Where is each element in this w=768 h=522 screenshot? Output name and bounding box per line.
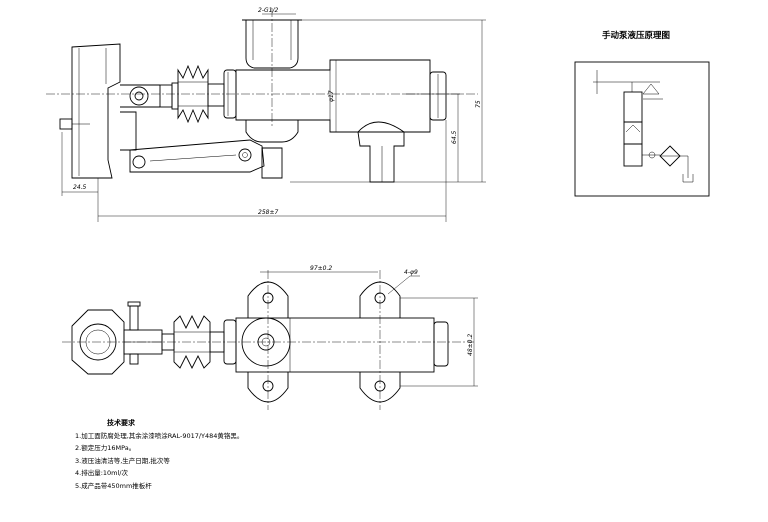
height-dimension: 75 (475, 100, 482, 108)
requirement-item: 5.成产品带450mm推板杆 (75, 481, 152, 490)
mount-spacing-dimension: 48±0.2 (467, 334, 474, 356)
hydraulic-schematic: 手动泵液压原理图 (574, 30, 710, 197)
mount-holes-label: 4-φ9 (404, 269, 418, 276)
axis-height-dimension: 64.5 (451, 130, 458, 144)
offset-dimension: 24.5 (73, 184, 87, 191)
requirement-item: 3.液压油清洁等,生产日期,批次等 (75, 456, 170, 465)
schematic-title: 手动泵液压原理图 (602, 30, 670, 41)
requirement-item: 1.加工面防腐处理,其余涂漆喷涂RAL-9017/Y484黄铬黑。 (75, 431, 244, 440)
hole-spacing-dimension: 97±0.2 (310, 265, 332, 272)
technical-requirements: 技术要求 1.加工面防腐处理,其余涂漆喷涂RAL-9017/Y484黄铬黑。 2… (75, 417, 243, 493)
requirement-item: 4.排出量:10ml/次 (75, 469, 128, 478)
bore-dimension: φ17 (328, 90, 335, 102)
front-view: 2-G1/2 φ17 75 64.5 24.5 258±7 (46, 7, 486, 222)
length-dimension: 258±7 (258, 209, 278, 216)
requirement-item: 2.额定压力16MPa。 (75, 444, 136, 453)
port-thread-label: 2-G1/2 (258, 7, 278, 14)
schematic-frame (574, 61, 710, 197)
requirements-title: 技术要求 (107, 419, 135, 427)
top-view: 97±0.2 4-φ9 48±0.2 (62, 265, 478, 410)
